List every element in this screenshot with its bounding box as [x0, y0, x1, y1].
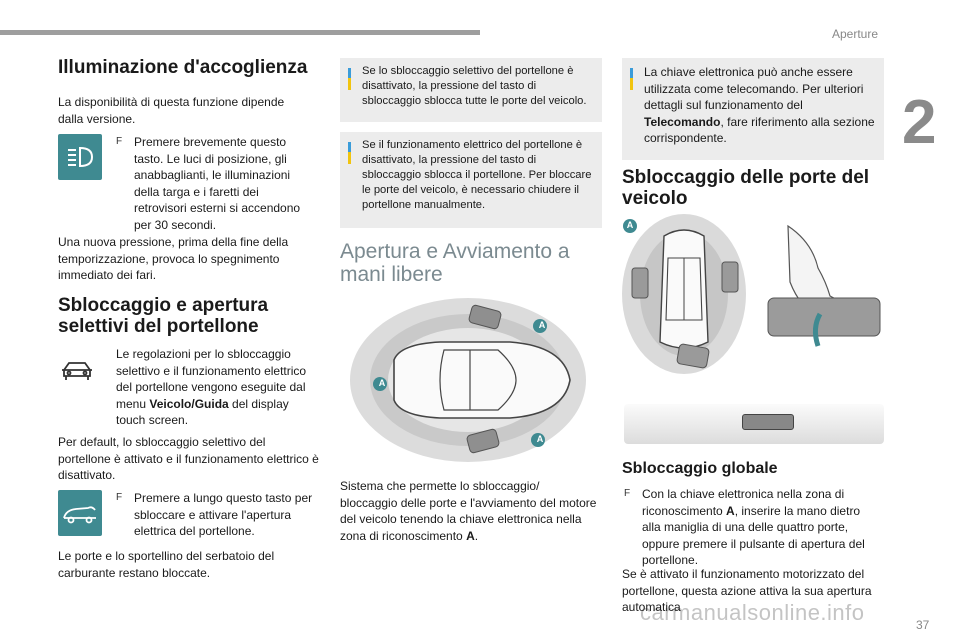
- note-1-text: Se lo sbloccaggio selettivo del portello…: [362, 65, 587, 107]
- global-unlock-step: Con la chiave elettronica nella zona di …: [624, 486, 882, 569]
- note-2-text: Se il funzionamento elettrico del portel…: [362, 139, 592, 211]
- headlight-icon: [68, 146, 94, 168]
- chapter-number: 2: [902, 88, 937, 157]
- default-text: Per default, lo sbloccaggio selettivo de…: [58, 435, 319, 482]
- step-press-briefly: Premere brevemente questo tasto. Le luci…: [116, 134, 312, 233]
- watermark: carmanualsonline.info: [640, 600, 865, 625]
- title-sbloccaggio-selettivo: Sbloccaggio e apertura selettivi del por…: [58, 295, 269, 337]
- final-text: Le porte e lo sportellino del serbatoio …: [58, 549, 275, 580]
- info-note-1: Se lo sbloccaggio selettivo del portello…: [340, 58, 602, 122]
- settings-text: Le regolazioni per lo sbloccaggio selett…: [116, 347, 307, 427]
- tailgate-handle-illustration: [624, 404, 884, 444]
- zone-a-marker: [623, 219, 637, 233]
- tailgate-open-button-graphic: [742, 414, 794, 430]
- note-3-text: La chiave elettronica può anche essere u…: [644, 65, 875, 145]
- zone-label-a: A: [538, 320, 546, 330]
- tailgate-car-icon: [63, 506, 96, 524]
- car-top-view-illustration: [622, 214, 746, 374]
- subtitle-sbloccaggio-globale: Sbloccaggio globale: [622, 460, 778, 477]
- section-label: Aperture: [832, 27, 879, 41]
- car-icon: [62, 362, 92, 380]
- zone-label-a: A: [378, 378, 386, 388]
- global-unlock-final: Se è attivato il funzionamento motorizza…: [622, 567, 872, 614]
- zone-label-a: A: [536, 434, 544, 444]
- zone-label-a: A: [626, 220, 634, 230]
- title-illuminazione: Illuminazione d'accoglienza: [58, 57, 308, 78]
- zone-a-markers: [373, 319, 547, 447]
- info-note-2: Se il funzionamento elettrico del portel…: [340, 132, 602, 228]
- step-long-press: Premere a lungo questo tasto per sblocca…: [116, 490, 322, 540]
- info-note-3: La chiave elettronica può anche essere u…: [622, 58, 884, 160]
- header-bar: [0, 30, 480, 35]
- title-sbloccaggio-porte: Sbloccaggio delle porte del veicolo: [622, 167, 870, 209]
- after-text: Una nuova pressione, prima della fine de…: [58, 235, 289, 282]
- tailgate-button[interactable]: [58, 490, 102, 536]
- hand-on-handle-illustration: [767, 224, 881, 347]
- intro-text: La disponibilità di questa funzione dipe…: [58, 95, 285, 126]
- title-mani-libere: Apertura e Avviamento a mani libere: [340, 240, 570, 287]
- page-number: 37: [916, 618, 930, 632]
- hands-free-description: Sistema che permette lo sbloccaggio/ blo…: [340, 479, 597, 543]
- welcome-light-button[interactable]: [58, 134, 102, 180]
- hands-free-zone-illustration: [350, 298, 586, 462]
